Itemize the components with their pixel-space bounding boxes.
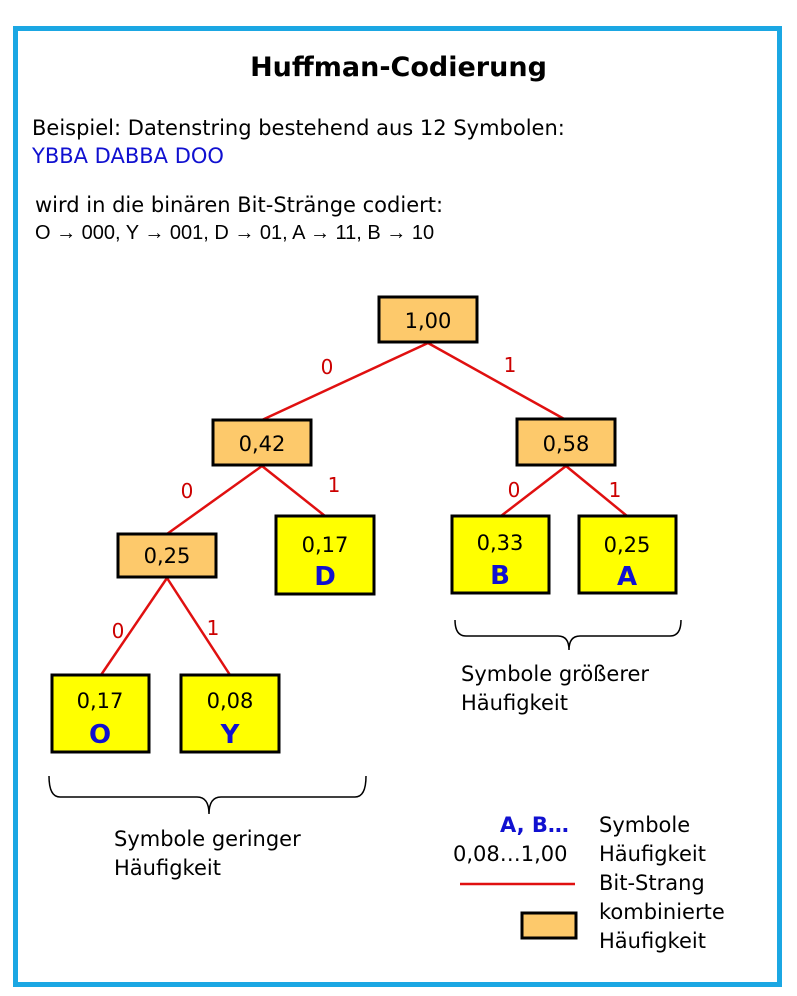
brace-high-label-1: Symbole größerer <box>461 662 650 686</box>
leaf-frequency: 0,33 <box>477 531 524 555</box>
leaf-frequency: 0,17 <box>77 689 124 713</box>
edge-025-right <box>165 577 232 676</box>
edge-042-right <box>261 465 326 517</box>
code-table: O → 000, Y → 001, D → 01, A → 11, B → 10 <box>35 222 435 244</box>
edge-025-left <box>99 577 169 676</box>
brace-low-label-2: Häufigkeit <box>114 856 221 880</box>
page-title: Huffman-Codierung <box>250 52 547 83</box>
edge-label: 0 <box>321 355 334 379</box>
node-value: 0,42 <box>239 432 286 456</box>
node-value: 0,58 <box>543 432 590 456</box>
encoding-line: wird in die binären Bit-Stränge codiert: <box>35 193 444 217</box>
brace-low-frequency <box>48 775 367 815</box>
leaf-frequency: 0,08 <box>207 689 254 713</box>
tree-edges <box>99 341 628 676</box>
legend-box-label-1: kombinierte <box>599 900 725 924</box>
inner-node-042: 0,42 <box>211 418 313 467</box>
leaf-node-y: 0,08 Y <box>179 673 281 754</box>
edge-label: 1 <box>207 616 220 640</box>
intro-line: Beispiel: Datenstring bestehend aus 12 S… <box>32 116 565 140</box>
brace-high-frequency <box>454 619 682 651</box>
edge-label: 1 <box>328 473 341 497</box>
legend-box-label-2: Häufigkeit <box>599 929 706 953</box>
legend-symbols-key: A, B… <box>500 813 569 837</box>
edge-058-left <box>500 465 567 517</box>
leaf-node-d: 0,17 D <box>274 514 376 596</box>
legend-symbols-label: Symbole <box>599 813 691 837</box>
inner-node-058: 0,58 <box>515 417 617 467</box>
legend-node-swatch <box>520 911 578 940</box>
edge-label: 0 <box>508 478 521 502</box>
leaf-symbol: D <box>314 562 336 592</box>
brace-high-label-2: Häufigkeit <box>461 691 568 715</box>
leaf-node-b: 0,33 B <box>450 514 551 595</box>
inner-node-025: 0,25 <box>116 532 218 579</box>
edge-058-right <box>565 465 628 517</box>
diagram-frame <box>13 26 782 987</box>
edge-label: 0 <box>181 479 194 503</box>
leaf-node-a: 0,25 A <box>577 514 678 595</box>
leaf-node-o: 0,17 O <box>50 673 151 754</box>
leaf-symbol: A <box>617 562 637 592</box>
leaf-symbol: O <box>89 720 111 750</box>
legend-frequency-key: 0,08…1,00 <box>453 842 568 866</box>
inner-node-root: 1,00 <box>377 295 479 344</box>
leaf-frequency: 0,25 <box>604 533 651 557</box>
edge-label: 1 <box>504 353 517 377</box>
edge-042-left <box>166 464 263 536</box>
edge-root-right <box>427 341 567 422</box>
edge-root-left <box>261 341 429 422</box>
leaf-symbol: Y <box>220 720 241 750</box>
edge-label: 1 <box>609 478 622 502</box>
leaf-symbol: B <box>490 561 510 591</box>
legend-frequency-label: Häufigkeit <box>599 842 706 866</box>
leaf-frequency: 0,17 <box>302 533 349 557</box>
node-value: 1,00 <box>405 309 452 333</box>
legend-edge-label: Bit-Strang <box>599 871 705 895</box>
edge-label: 0 <box>112 619 125 643</box>
node-value: 0,25 <box>144 544 191 568</box>
brace-low-label-1: Symbole geringer <box>114 827 301 851</box>
data-string: YBBA DABBA DOO <box>32 144 224 168</box>
